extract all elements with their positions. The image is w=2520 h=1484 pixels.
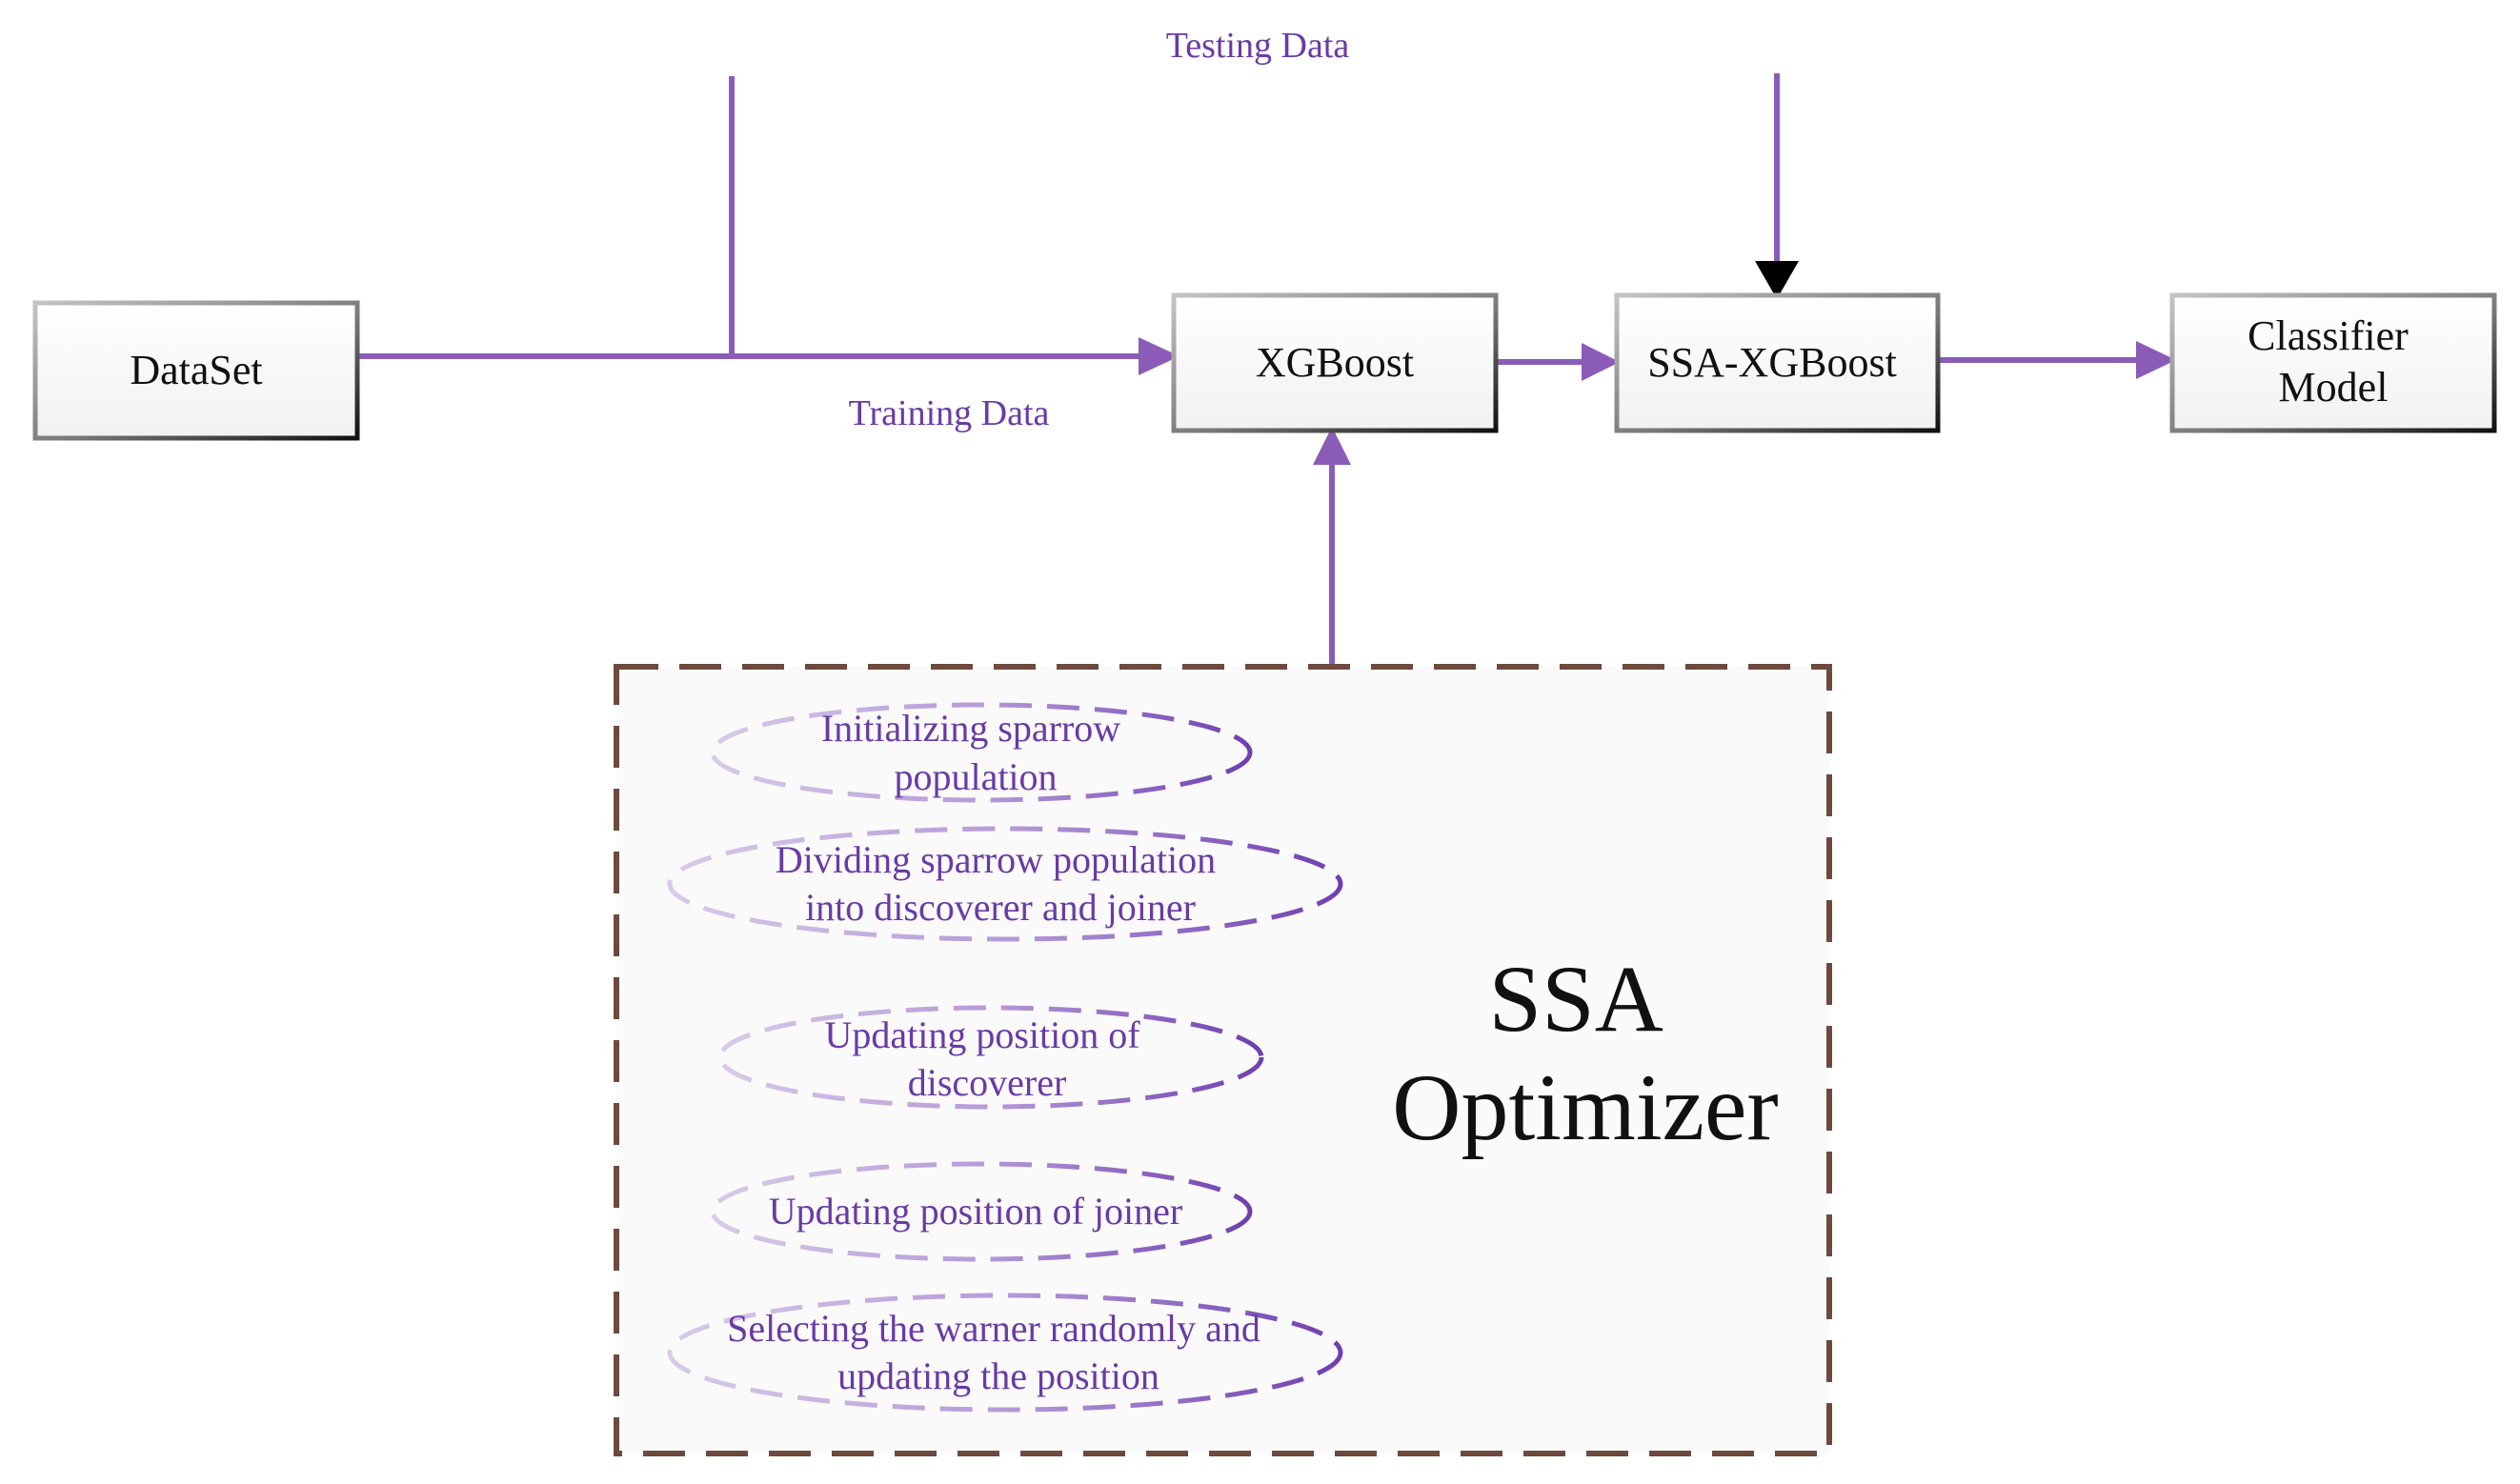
step-select-warner: Selecting the warner randomly and updati…	[667, 1293, 1343, 1413]
ssa-title-line-2: Optimizer	[1392, 1054, 1778, 1160]
xgboost-label: XGBoost	[1256, 339, 1414, 386]
classifier-line-1: Classifier	[2248, 312, 2409, 359]
ssa-xgboost-label: SSA-XGBoost	[1647, 339, 1897, 386]
step-1-text: Initializing sparrow population	[821, 707, 1130, 798]
step-divide-population: Dividing sparrow population into discove…	[667, 826, 1343, 942]
dataset-node: DataSet	[32, 300, 360, 441]
xgb-to-ssa-arrowhead	[1582, 343, 1620, 381]
classifier-model-label: Classifier Model	[2248, 312, 2419, 411]
testing-arrowhead	[1755, 261, 1799, 299]
optimizer-to-xgb-arrowhead	[1313, 427, 1351, 465]
step-4-text: Updating position of joiner	[769, 1190, 1182, 1233]
ssa-title-line-1: SSA	[1489, 946, 1663, 1052]
step-initialize-population: Initializing sparrow population	[710, 702, 1253, 803]
testing-data-label: Testing Data	[1166, 26, 1350, 66]
step-2-text: Dividing sparrow population into discove…	[776, 838, 1225, 929]
ssa-optimizer-container: SSA Optimizer Initializing sparrow popul…	[614, 664, 1832, 1456]
step-5-text: Selecting the warner randomly and updati…	[727, 1307, 1270, 1397]
ssa-xgboost-node: SSA-XGBoost	[1614, 292, 1941, 433]
xgboost-node: XGBoost	[1171, 292, 1499, 433]
step-update-discoverer: Updating position of discoverer	[717, 1005, 1264, 1110]
dataset-label: DataSet	[130, 347, 262, 393]
training-arrowhead	[1139, 337, 1179, 375]
training-data-label: Training Data	[849, 393, 1050, 433]
classifier-model-node: Classifier Model	[2169, 292, 2497, 433]
step-3-text: Updating position of discoverer	[824, 1013, 1149, 1104]
ssa-to-classifier-arrowhead	[2136, 341, 2176, 379]
step-update-joiner: Updating position of joiner	[710, 1161, 1253, 1262]
ssa-optimizer-title: SSA Optimizer	[1392, 946, 1778, 1160]
classifier-line-2: Model	[2279, 364, 2389, 411]
